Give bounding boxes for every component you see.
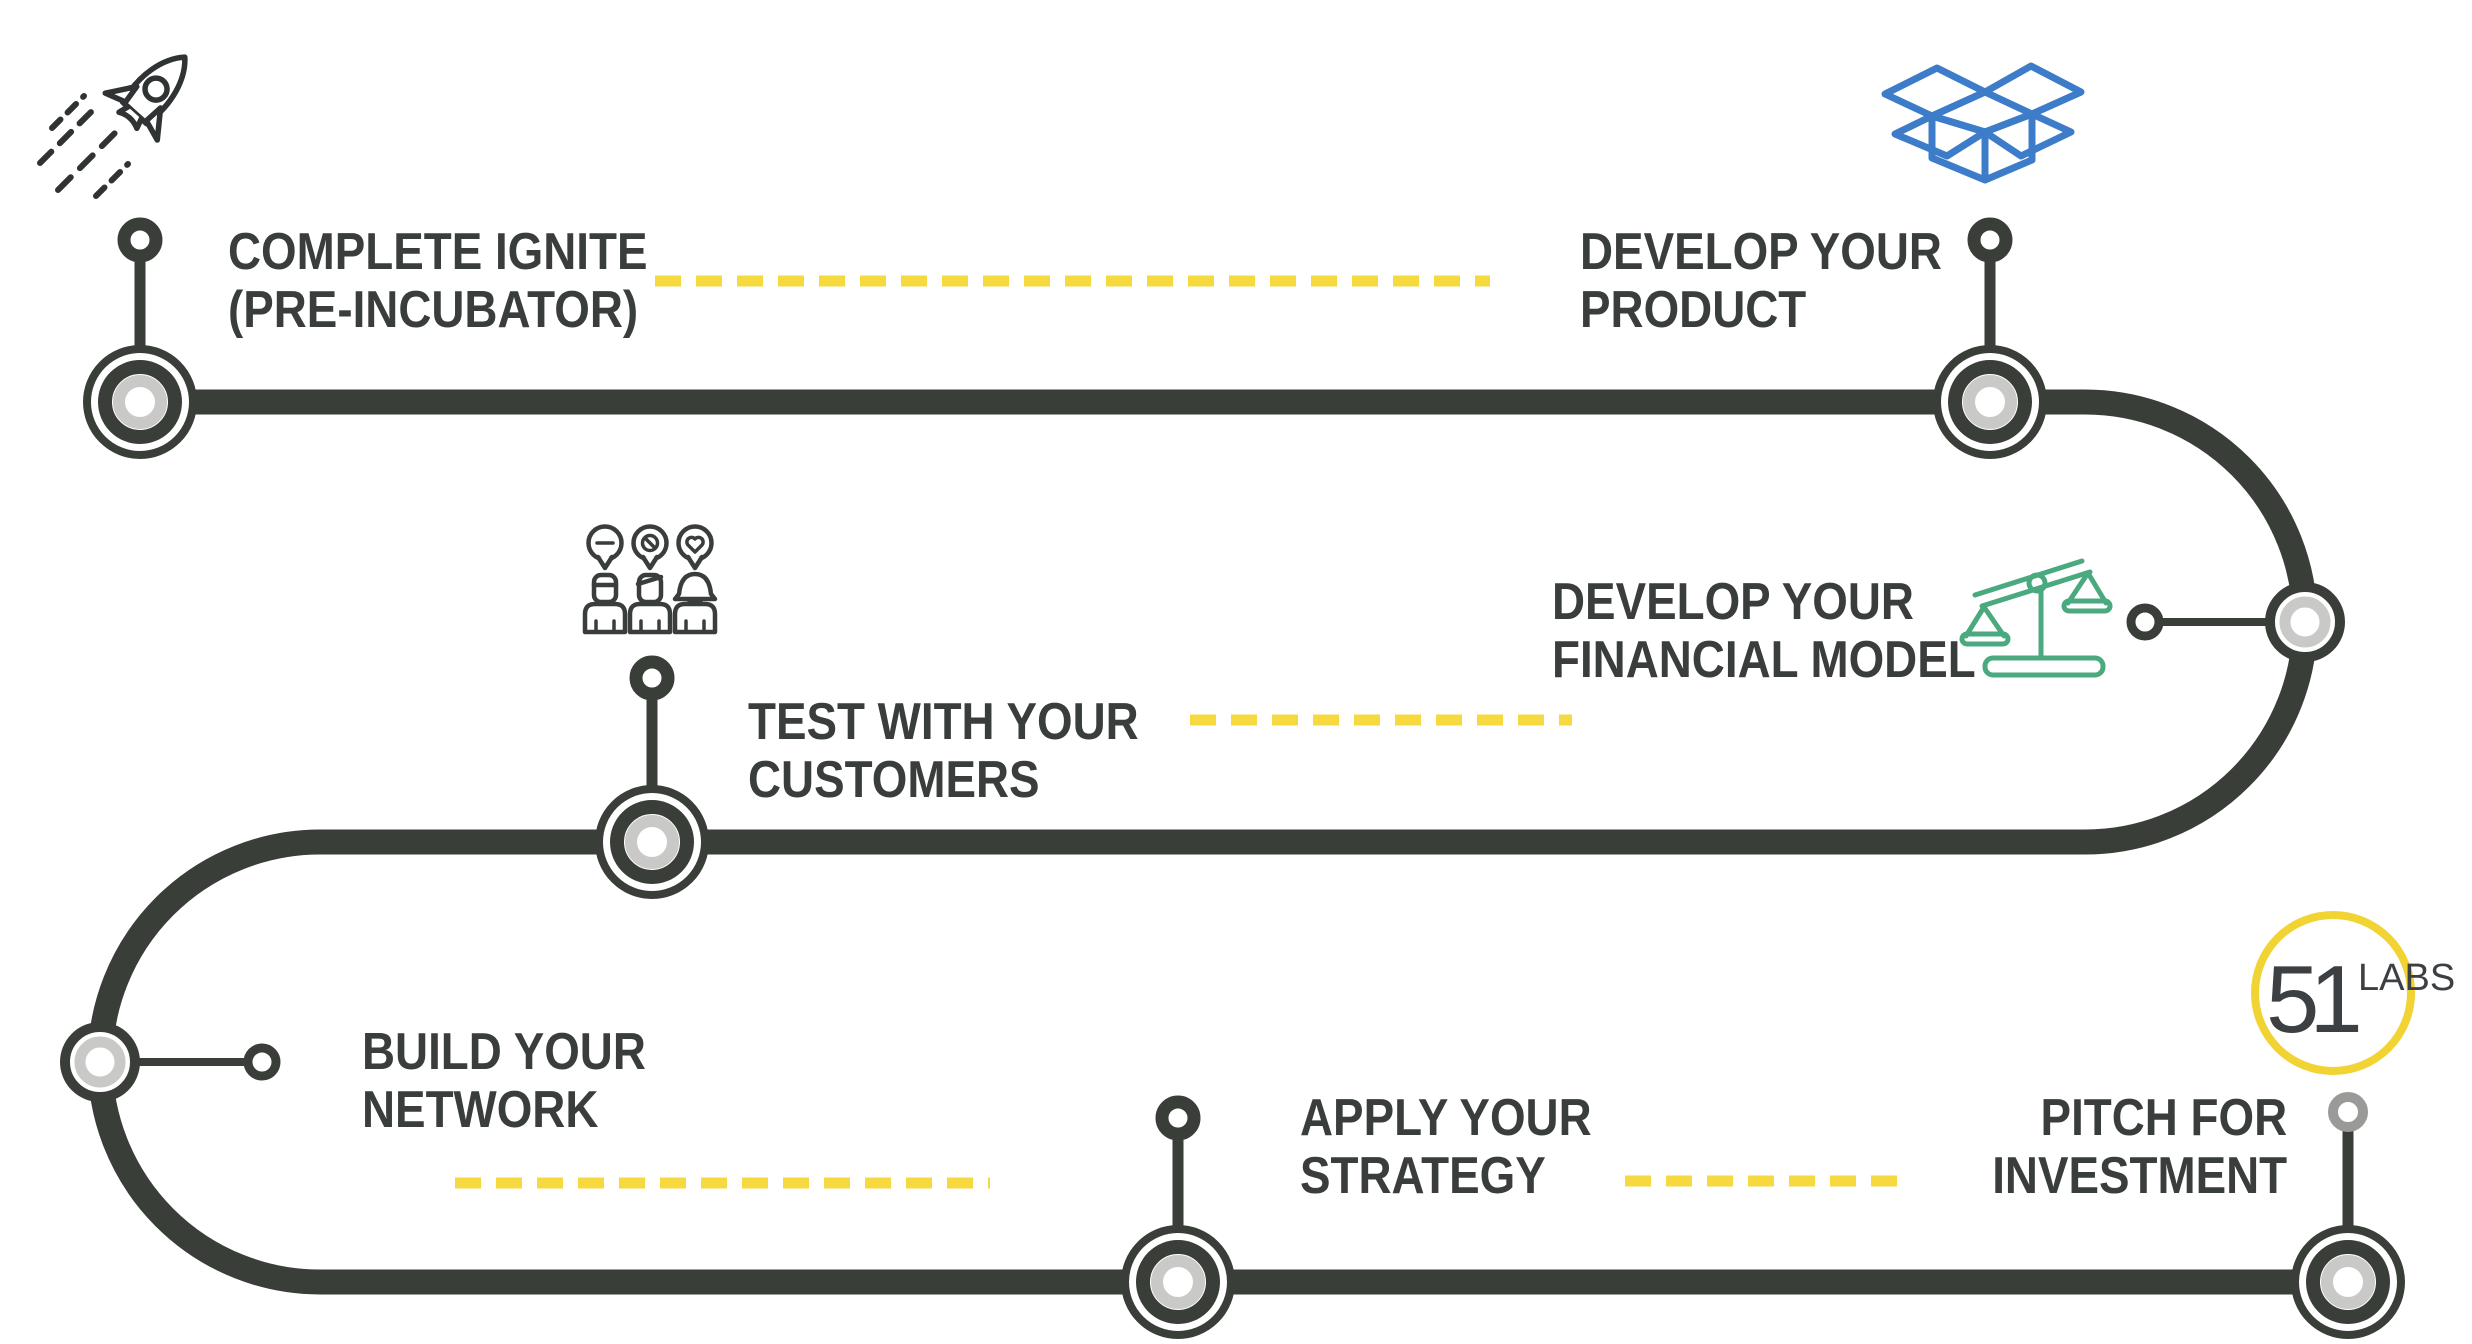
stage-label-complete-ignite: COMPLETE IGNITE (PRE-INCUBATOR)	[228, 223, 647, 339]
stage-label-line: BUILD YOUR	[362, 1023, 646, 1081]
stage-label-financial-model: DEVELOP YOUR FINANCIAL MODEL	[1552, 573, 1976, 689]
pin-develop-product	[1967, 217, 2013, 263]
milestone-node-develop-product	[1933, 345, 2047, 459]
pin-apply-strategy	[1155, 1095, 1201, 1141]
stage-label-line: DEVELOP YOUR	[1552, 573, 1914, 631]
stage-label-apply-strategy: APPLY YOUR STRATEGY	[1300, 1089, 1592, 1205]
pin-circles	[117, 217, 2368, 1141]
milestone-node-complete-ignite	[83, 345, 197, 459]
stage-label-line: FINANCIAL MODEL	[1552, 631, 1976, 689]
node-gray-ring	[625, 815, 679, 869]
stage-label-line: PRODUCT	[1580, 281, 1807, 339]
journey-path	[87, 389, 2348, 1295]
node-gray-ring	[74, 1036, 126, 1088]
customer-feedback-icon	[582, 524, 718, 635]
stage-label-build-network: BUILD YOUR NETWORK	[362, 1023, 646, 1139]
stage-label-develop-product: DEVELOP YOUR PRODUCT	[1580, 223, 1942, 339]
stage-label-line: NETWORK	[362, 1081, 599, 1139]
node-gray-ring	[1963, 375, 2017, 429]
stage-label-line: (PRE-INCUBATOR)	[228, 281, 639, 339]
stage-label-line: CUSTOMERS	[748, 751, 1040, 809]
pin-test-customers	[629, 655, 675, 701]
pin-build-network	[243, 1043, 281, 1081]
node-gray-ring	[2279, 596, 2331, 648]
pin-pitch-investment	[2328, 1092, 2368, 1132]
stage-label-pitch-investment: PITCH FOR INVESTMENT	[1992, 1089, 2287, 1205]
logo-circle	[2251, 911, 2415, 1075]
yellow-dashed-dividers	[455, 275, 1900, 1189]
milestone-node-build-network	[60, 1022, 140, 1102]
stage-label-line: DEVELOP YOUR	[1580, 223, 1942, 281]
balance-scale-icon	[1959, 558, 2113, 678]
stage-label-line: INVESTMENT	[1992, 1147, 2287, 1205]
logo-number: 51	[2266, 946, 2358, 1053]
51labs-logo: 51 LABS	[2251, 911, 2455, 1075]
node-gray-ring	[113, 375, 167, 429]
milestone-node-pitch-investment	[2291, 1225, 2405, 1339]
stage-label-line: APPLY YOUR	[1300, 1089, 1592, 1147]
stage-label-line: TEST WITH YOUR	[748, 693, 1139, 751]
logo-labs-text: LABS	[2358, 957, 2455, 999]
milestone-node-apply-strategy	[1121, 1225, 1235, 1339]
node-gray-ring	[1151, 1255, 1205, 1309]
stage-label-line: STRATEGY	[1300, 1147, 1546, 1205]
open-box-icon	[1881, 62, 2085, 184]
node-gray-ring	[2321, 1255, 2375, 1309]
pin-complete-ignite	[117, 217, 163, 263]
rocket-icon	[37, 54, 188, 199]
stage-label-line: COMPLETE IGNITE	[228, 223, 648, 281]
stage-label-test-customers: TEST WITH YOUR CUSTOMERS	[748, 693, 1139, 809]
pin-financial-model	[2126, 603, 2164, 641]
milestone-node-test-customers	[595, 785, 709, 899]
stage-label-line: PITCH FOR	[2040, 1089, 2287, 1147]
milestone-node-financial-model	[2265, 582, 2345, 662]
